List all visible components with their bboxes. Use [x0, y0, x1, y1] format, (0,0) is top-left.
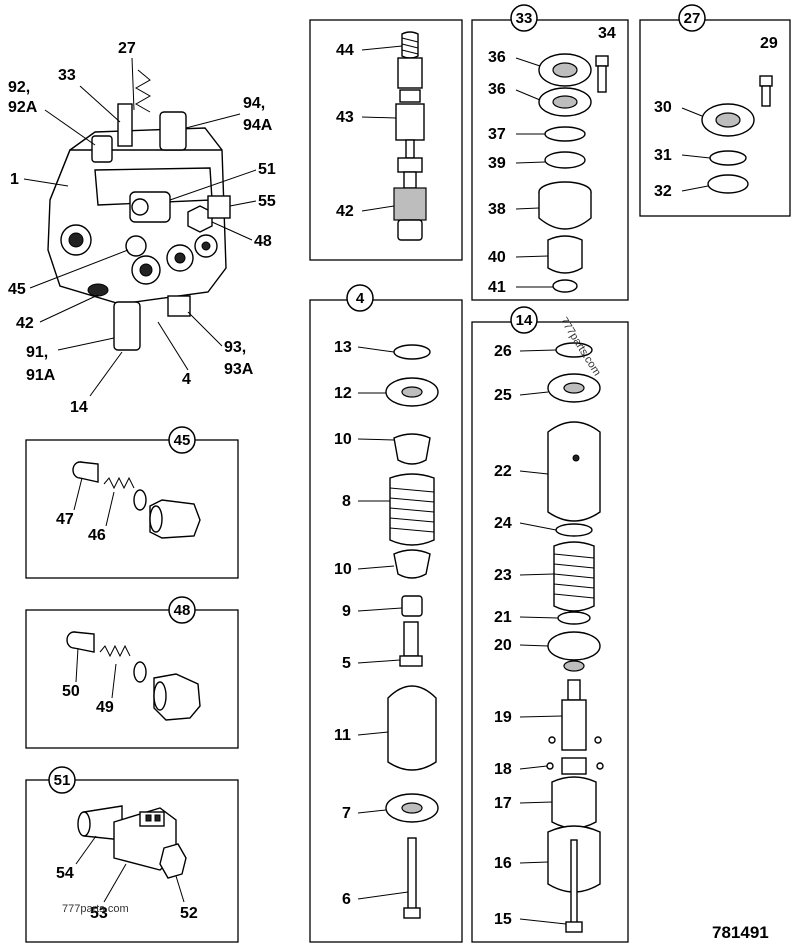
- label-15: 15: [494, 911, 512, 928]
- label-4: 4: [182, 371, 191, 388]
- bubble-45: 45: [174, 432, 191, 449]
- label-12: 12: [334, 385, 352, 402]
- label-26: 26: [494, 343, 512, 360]
- label-91a: 91A: [26, 367, 56, 384]
- label-51: 51: [258, 161, 276, 178]
- label-19: 19: [494, 709, 512, 726]
- label-37: 37: [488, 126, 506, 143]
- detail-44-panel: 44 43 42: [309, 19, 463, 261]
- label-30: 30: [654, 99, 672, 116]
- label-6: 6: [342, 891, 351, 908]
- watermark-777parts-bottom: 777parts.com: [62, 903, 129, 915]
- label-92a: 92A: [8, 99, 38, 116]
- detail-14-panel: 14 26 25 22 24 23 21 20: [471, 306, 629, 943]
- label-7: 7: [342, 805, 351, 822]
- label-93a: 93A: [224, 361, 254, 378]
- detail-33-panel: 33 34 36 36 37 39 38 40 41: [471, 4, 629, 301]
- label-55: 55: [258, 193, 276, 210]
- main-valve-assembly: [47, 69, 231, 351]
- label-42b: 42: [336, 203, 354, 220]
- main-assembly-labels: 27 33 92, 92A 94, 94A 1 51 55 48 45 42 9…: [8, 40, 276, 416]
- drawing-number: 781491: [712, 923, 769, 942]
- label-39: 39: [488, 155, 506, 172]
- label-34: 34: [598, 25, 616, 42]
- label-29: 29: [760, 35, 778, 52]
- label-93: 93,: [224, 339, 246, 356]
- label-33: 33: [58, 67, 76, 84]
- label-42: 42: [16, 315, 34, 332]
- label-94: 94,: [243, 95, 265, 112]
- label-21: 21: [494, 609, 512, 626]
- label-17: 17: [494, 795, 512, 812]
- label-11: 11: [334, 727, 351, 744]
- label-47: 47: [56, 511, 74, 528]
- bubble-27: 27: [684, 10, 701, 27]
- label-9: 9: [342, 603, 351, 620]
- label-20: 20: [494, 637, 512, 654]
- label-91: 91,: [26, 344, 48, 361]
- label-31: 31: [654, 147, 672, 164]
- label-50: 50: [62, 683, 80, 700]
- detail-27-panel: 27 29 30 31 32: [639, 4, 791, 217]
- label-41: 41: [488, 279, 506, 296]
- label-43: 43: [336, 109, 354, 126]
- label-16: 16: [494, 855, 512, 872]
- bubble-51: 51: [54, 772, 71, 789]
- label-23: 23: [494, 567, 512, 584]
- label-18: 18: [494, 761, 512, 778]
- label-25: 25: [494, 387, 512, 404]
- label-49: 49: [96, 699, 114, 716]
- label-38: 38: [488, 201, 506, 218]
- label-45: 45: [8, 281, 26, 298]
- label-54: 54: [56, 865, 74, 882]
- detail-45-panel: 45 47 46: [25, 426, 239, 579]
- label-48: 48: [254, 233, 272, 250]
- label-14: 14: [70, 399, 88, 416]
- label-1: 1: [10, 171, 19, 188]
- label-32: 32: [654, 183, 672, 200]
- label-24: 24: [494, 515, 512, 532]
- bubble-14: 14: [516, 312, 533, 329]
- label-94a: 94A: [243, 117, 273, 134]
- label-46: 46: [88, 527, 106, 544]
- label-5: 5: [342, 655, 351, 672]
- label-10a: 10: [334, 431, 352, 448]
- label-53: 53: [90, 905, 108, 922]
- label-13: 13: [334, 339, 352, 356]
- detail-48-panel: 48 50 49: [25, 596, 239, 749]
- label-36b: 36: [488, 81, 506, 98]
- bubble-4: 4: [356, 290, 365, 307]
- label-52: 52: [180, 905, 198, 922]
- label-22: 22: [494, 463, 512, 480]
- label-27: 27: [118, 40, 136, 57]
- detail-4-panel: 4 13 12 10 8 10 9 5 11 7 6: [309, 284, 463, 943]
- bubble-33: 33: [516, 10, 533, 27]
- detail-51-panel: 51 54 53 52: [25, 766, 239, 943]
- label-92: 92,: [8, 79, 30, 96]
- label-10b: 10: [334, 561, 352, 578]
- label-8: 8: [342, 493, 351, 510]
- bubble-48: 48: [174, 602, 191, 619]
- label-36a: 36: [488, 49, 506, 66]
- label-44: 44: [336, 42, 354, 59]
- label-40: 40: [488, 249, 506, 266]
